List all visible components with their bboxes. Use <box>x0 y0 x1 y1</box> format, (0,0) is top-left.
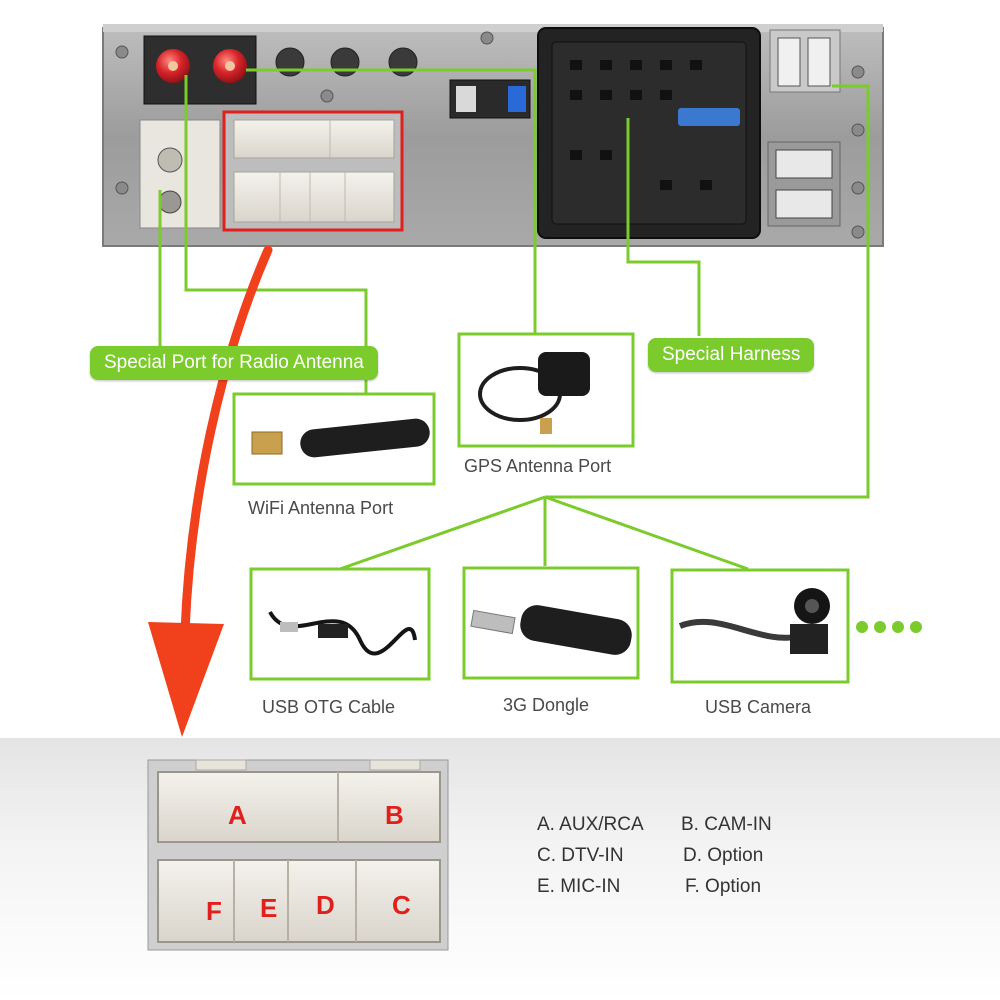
legend-item-e: E. MIC-IN <box>537 876 621 897</box>
red-antenna-connector-icon <box>156 49 247 83</box>
legend-item-d: D. Option <box>683 845 764 866</box>
usb-otg-cable-box <box>249 567 431 681</box>
connector-letter-b: B <box>385 800 404 830</box>
screw-icon <box>115 31 865 239</box>
usb-otg-label: USB OTG Cable <box>262 697 396 717</box>
special-harness-callout: Special Harness <box>648 338 815 372</box>
connector-letter-c: C <box>392 890 411 920</box>
radio-antenna-socket <box>139 119 221 229</box>
wifi-antenna-label: WiFi Antenna Port <box>248 498 394 518</box>
legend-item-b: B. CAM-IN <box>681 814 772 835</box>
connector-letter-e: E <box>260 893 278 923</box>
red-arrow-icon <box>148 245 273 737</box>
gps-antenna-box <box>457 332 635 448</box>
head-unit-rear-panel <box>102 24 884 247</box>
connector-letter-f: F <box>206 896 222 926</box>
gps-antenna-label: GPS Antenna Port <box>464 456 612 476</box>
legend-item-c: C. DTV-IN <box>537 845 624 866</box>
usb-camera-box <box>670 568 850 684</box>
usb-camera-label: USB Camera <box>705 697 812 717</box>
wifi-antenna-box <box>232 392 436 486</box>
connection-lines <box>158 68 870 571</box>
legend-item-f: F. Option <box>685 876 762 897</box>
3g-dongle-label: 3G Dongle <box>503 695 590 715</box>
3g-dongle-box <box>462 566 640 680</box>
fuse-icon <box>678 108 740 126</box>
radio-antenna-callout: Special Port for Radio Antenna <box>90 346 378 380</box>
legend-item-a: A. AUX/RCA <box>537 814 644 835</box>
connector-letter-a: A <box>228 800 247 830</box>
more-dots-icon <box>856 621 922 633</box>
rear-round-port <box>275 47 418 77</box>
connector-letter-d: D <box>316 890 335 920</box>
connector-detail-panel <box>0 738 1000 1000</box>
